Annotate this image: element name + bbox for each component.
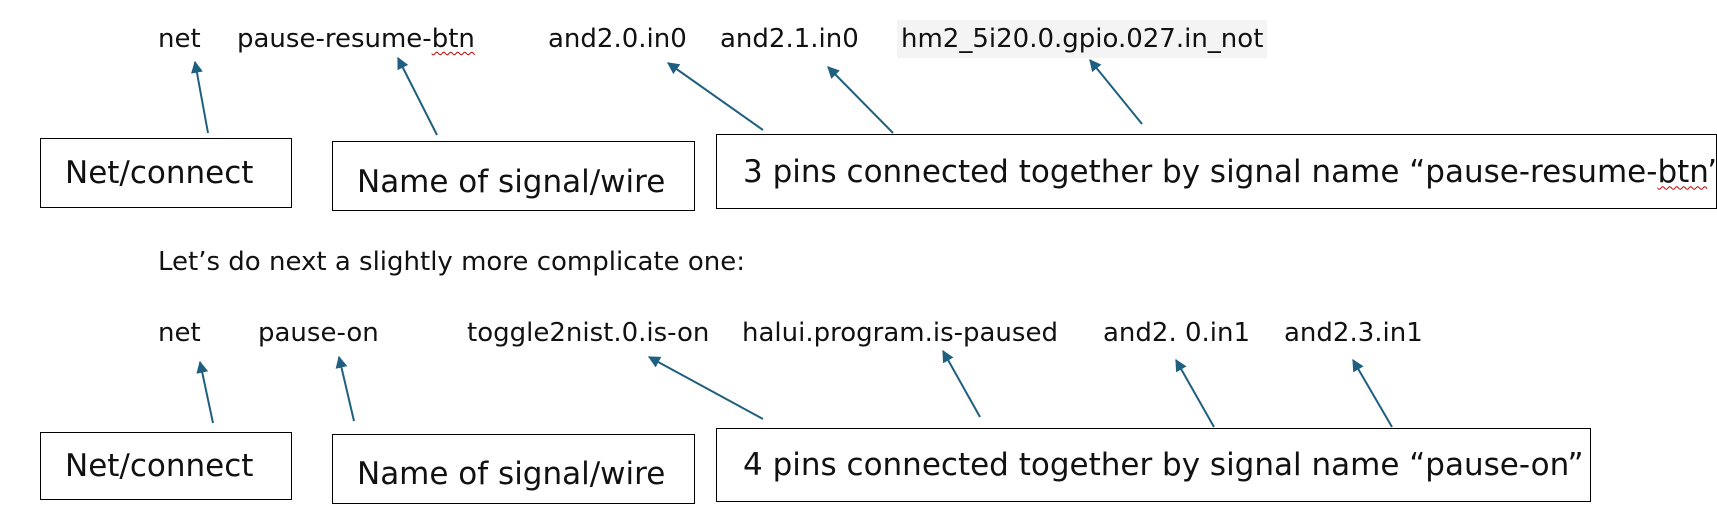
pin-name: and2.0.in0 bbox=[548, 24, 687, 54]
box-label: 3 pins connected together by signal name… bbox=[743, 153, 1717, 190]
pins-description-box: 4 pins connected together by signal name… bbox=[716, 428, 1591, 502]
net-connect-box: Net/connect bbox=[40, 138, 292, 208]
intro-text: Let’s do next a slightly more complicate… bbox=[158, 247, 745, 277]
net-keyword: net bbox=[158, 318, 201, 348]
arrow bbox=[667, 62, 764, 131]
signal-name: pause-on bbox=[258, 318, 379, 348]
box-label: Net/connect bbox=[65, 155, 254, 191]
arrow bbox=[191, 60, 209, 134]
arrow bbox=[1089, 59, 1143, 125]
arrow bbox=[827, 66, 894, 134]
arrow bbox=[647, 356, 764, 420]
pin-name: and2. 0.in1 bbox=[1103, 318, 1251, 348]
box-label: Name of signal/wire bbox=[357, 456, 666, 492]
signal-name: pause-resume-btn bbox=[237, 26, 475, 52]
pin-name: and2.3.in1 bbox=[1284, 318, 1423, 348]
pin-name: and2.1.in0 bbox=[720, 24, 859, 54]
signal-name-box: Name of signal/wire bbox=[332, 141, 695, 211]
net-connect-box: Net/connect bbox=[40, 432, 292, 500]
arrow bbox=[196, 360, 214, 424]
net-keyword: net bbox=[158, 24, 201, 54]
arrow bbox=[335, 355, 355, 422]
pin-name: hm2_5i20.0.gpio.027.in_not bbox=[897, 20, 1268, 58]
box-label: 4 pins connected together by signal name… bbox=[743, 447, 1584, 483]
signal-name-box: Name of signal/wire bbox=[332, 434, 695, 504]
signal-name-misspelled: btn bbox=[431, 24, 475, 54]
signal-name-part: pause-resume- bbox=[237, 24, 432, 54]
arrow bbox=[942, 349, 981, 418]
pin-name: halui.program.is-paused bbox=[742, 318, 1058, 348]
box-label: Name of signal/wire bbox=[357, 164, 666, 200]
pins-description-box: 3 pins connected together by signal name… bbox=[716, 134, 1717, 209]
box-label: Net/connect bbox=[65, 448, 254, 484]
pin-name: toggle2nist.0.is-on bbox=[467, 318, 710, 348]
arrow bbox=[1352, 358, 1393, 428]
arrow bbox=[1175, 358, 1215, 428]
arrow bbox=[397, 56, 438, 136]
